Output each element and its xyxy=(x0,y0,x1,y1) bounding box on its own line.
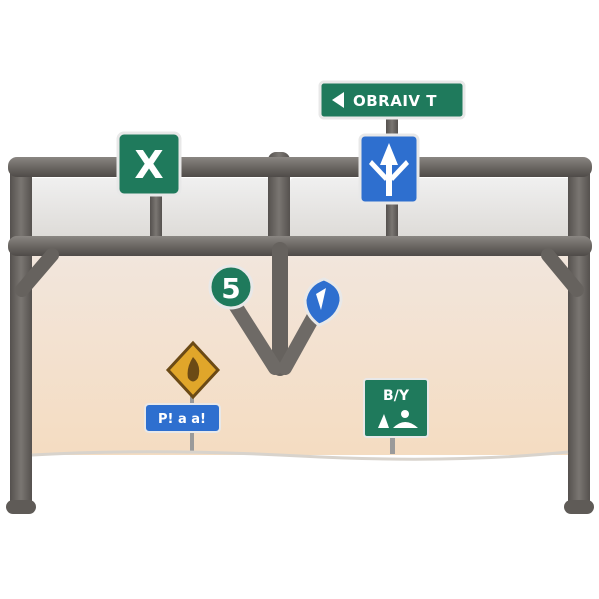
shield-icon xyxy=(303,277,343,327)
backdrop-panel xyxy=(30,250,575,455)
left-arrow-icon xyxy=(332,92,344,108)
up-arrow-icon xyxy=(369,143,409,196)
blue-plate-text: P! a a! xyxy=(158,412,206,427)
green-panel-sign: B/Y xyxy=(363,378,429,438)
route-number: 5 xyxy=(221,272,240,305)
green-panel-text: B/Y xyxy=(383,388,410,404)
warning-icon xyxy=(165,340,221,400)
blue-plate-sign: P! a a! xyxy=(144,403,221,433)
blue-arrow-sign xyxy=(358,133,420,205)
x-sign: X xyxy=(116,131,182,197)
top-sign-text: OBRAIV T xyxy=(353,92,437,110)
glass-panes xyxy=(30,178,575,240)
route-marker: 5 xyxy=(208,264,254,310)
x-sign-symbol: X xyxy=(134,143,163,187)
top-direction-sign: OBRAIV T xyxy=(318,80,466,120)
pedestrian-icon xyxy=(378,410,418,428)
